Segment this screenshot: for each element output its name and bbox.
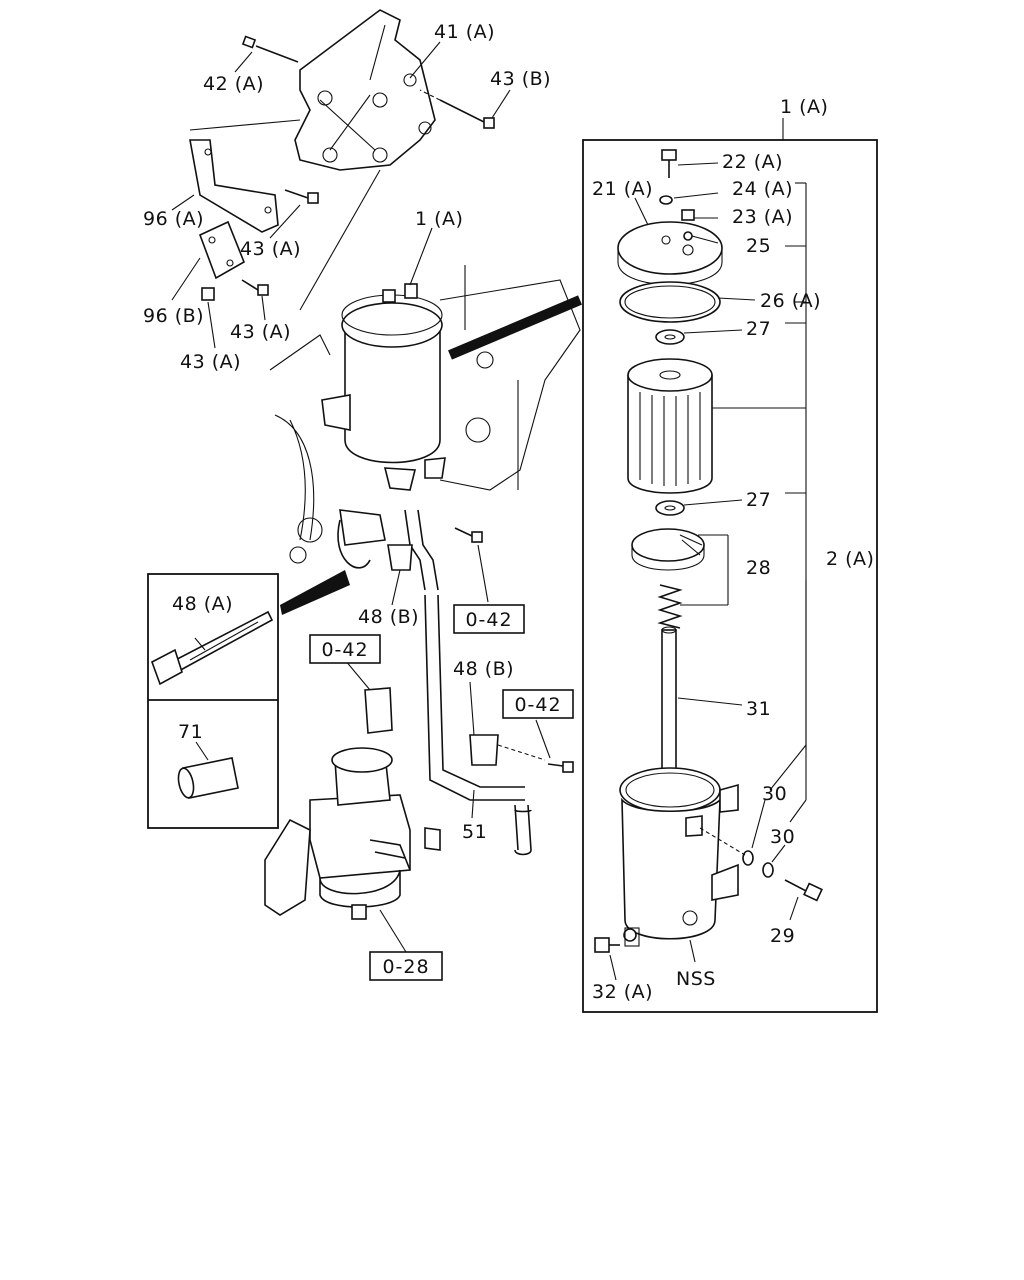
gasket-27-lower [655,500,685,516]
inset-label-71: 71 [178,721,203,743]
fuel-hoses [337,509,532,856]
bolt-32a [594,937,620,953]
callout-25: 25 [746,235,771,257]
bracket-96b [198,220,246,280]
exploded-filter-box [582,139,878,1013]
callout-24a: 24 (A) [732,178,793,200]
callout-31: 31 [746,698,771,720]
callout-29: 29 [770,925,795,947]
callout-nss: NSS [676,968,716,990]
engine-block [269,265,581,564]
fuel-pump-assembly [264,687,441,920]
filter-element [627,358,713,494]
sleeve-icon [177,757,239,799]
pipe [448,295,582,360]
bolt-43a-upper [284,189,319,204]
spring-seat-28 [631,528,705,571]
leader-line [699,827,746,856]
inset-label-48a: 48 (A) [172,593,233,615]
callout-22a: 22 (A) [722,151,783,173]
ref-box-label: 0-28 [382,956,429,978]
callout-1a-main: 1 (A) [415,208,463,230]
washer-30-right [762,862,774,878]
gasket-27-upper [655,329,685,345]
callout-32a: 32 (A) [592,981,653,1003]
ref-box-0-28: 0-28 [369,951,443,981]
washer-24a [659,195,673,205]
callout-30-lower: 30 [770,826,795,848]
washer-30-left [742,850,754,866]
cable-tie-icon [151,610,274,686]
ref-box-0-42-c: 0-42 [502,689,574,719]
ref-box-label: 0-42 [514,694,561,716]
callout-42a: 42 (A) [203,73,264,95]
callout-26a: 26 (A) [760,290,821,312]
callout-1a-box: 1 (A) [780,96,828,118]
ref-box-0-42-b: 0-42 [309,634,381,664]
bolt-43a-lower [201,287,215,301]
leader-line [189,119,301,131]
callout-43a-1: 43 (A) [240,238,301,260]
leader-lines [609,118,807,981]
bolt-42a [241,35,299,63]
callout-96b: 96 (B) [143,305,204,327]
callout-27-lower: 27 [746,489,771,511]
leader-line [299,169,381,311]
callout-43a-3: 43 (A) [180,351,241,373]
ref-box-label: 0-42 [321,639,368,661]
callout-2a: 2 (A) [826,548,874,570]
bolt-0-42 [454,527,483,543]
o-ring-26a [619,281,721,323]
ref-box-label: 0-42 [465,609,512,631]
bracket-96a [189,139,279,233]
callout-96a: 96 (A) [143,208,204,230]
callout-43a-2: 43 (A) [230,321,291,343]
bolt-43a-mid [241,279,269,296]
bolt-0-42-lower [547,761,574,773]
callout-30-upper: 30 [762,783,787,805]
callout-51: 51 [462,821,487,843]
clip-48b-lower [469,734,546,766]
filter-cover-21a [617,221,723,285]
mounting-bracket [294,9,436,171]
filter-housing [619,767,739,947]
bolt-22a [661,149,677,178]
callout-labels: 41 (A) 42 (A) 43 (B) 96 (A) 43 (A) 96 (B… [143,21,874,1003]
bolt-29 [784,879,823,902]
center-pipe-31 [661,626,677,776]
ref-box-0-42-a: 0-42 [453,604,525,634]
pointer-wedge [280,570,350,615]
callout-23a: 23 (A) [732,206,793,228]
callout-41a: 41 (A) [434,21,495,43]
leader-lines-left [171,41,551,953]
clip-48b-upper [387,544,413,571]
fuel-filter-assembly [321,283,446,491]
bolt-43b [419,89,495,129]
bolt-23a [681,209,695,221]
callout-43b: 43 (B) [490,68,551,90]
callout-27-upper: 27 [746,318,771,340]
callout-28: 28 [746,557,771,579]
callout-48b-2: 48 (B) [453,658,514,680]
callout-21a: 21 (A) [592,178,653,200]
inset-box [147,573,279,829]
callout-48b-1: 48 (B) [358,606,419,628]
spring-28 [657,584,683,629]
